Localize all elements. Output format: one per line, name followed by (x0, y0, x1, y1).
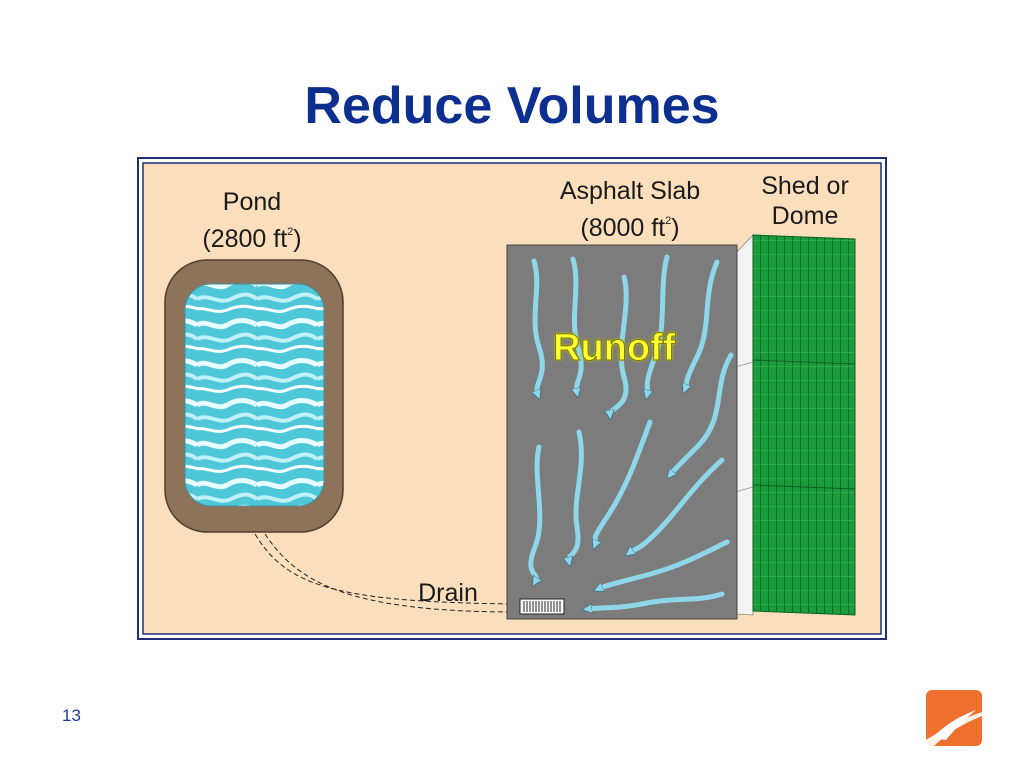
pond-area: (2800 ft2) (202, 225, 302, 253)
page-number: 13 (62, 706, 81, 725)
runoff-arrow (610, 274, 629, 415)
runoff-arrow (570, 256, 584, 393)
shed-side (734, 233, 754, 616)
shed-roof (752, 234, 856, 616)
runoff-arrow (598, 539, 730, 589)
shed-label: Shed or Dome (745, 171, 865, 231)
runoff-arrow (528, 444, 543, 582)
pond-label: Pond (2800 ft2) (182, 187, 322, 254)
runoff-arrow (685, 259, 720, 389)
shed-label-line2: Dome (771, 202, 839, 230)
runoff-label: Runoff (552, 327, 676, 370)
runoff-arrow (670, 352, 734, 475)
runoff-arrow (587, 591, 725, 609)
drain-label: Drain (418, 579, 478, 607)
pond-water (184, 283, 325, 507)
runoff-arrow (531, 258, 545, 395)
slab-label: Asphalt Slab (8000 ft2) (530, 176, 730, 243)
pond-name: Pond (222, 188, 282, 216)
runoff-arrow (629, 457, 725, 553)
diagram (137, 157, 887, 640)
slide-title: Reduce Volumes (304, 77, 720, 135)
runoff-arrow (595, 419, 653, 545)
slab-area: (8000 ft2) (580, 214, 680, 242)
company-logo (926, 690, 982, 746)
drain-grate (519, 598, 565, 615)
runoff-arrow (569, 429, 584, 562)
runoff-arrows (528, 254, 734, 609)
slab-name: Asphalt Slab (559, 177, 701, 205)
runoff-arrow (647, 254, 670, 395)
drain-pipe (254, 533, 518, 605)
shed-label-line1: Shed or (761, 172, 849, 200)
asphalt-slab (506, 244, 738, 620)
